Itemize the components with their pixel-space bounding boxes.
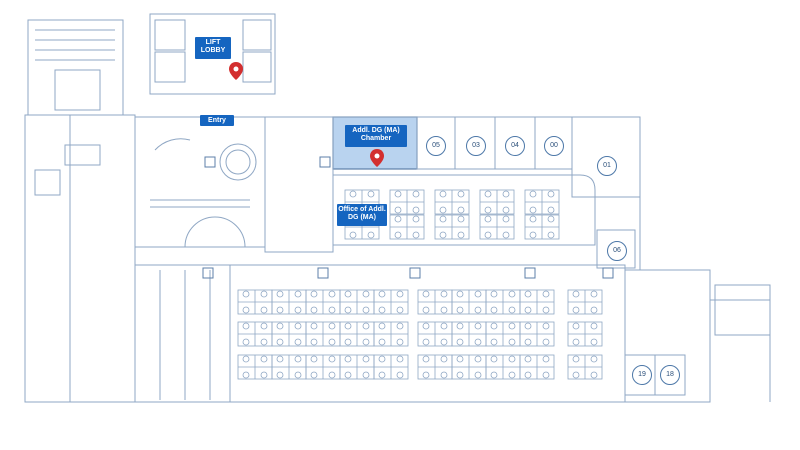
room-19[interactable]: 19	[632, 365, 652, 385]
room-06[interactable]: 06	[607, 241, 627, 261]
chamber-label: Addl. DG (MA) Chamber	[345, 125, 407, 147]
room-01[interactable]: 01	[597, 156, 617, 176]
lift-lobby-label: LIFT LOBBY	[195, 37, 231, 59]
entry-label: Entry	[200, 115, 234, 126]
room-04[interactable]: 04	[505, 136, 525, 156]
room-03[interactable]: 03	[466, 136, 486, 156]
outer-walls	[24, 13, 771, 403]
room-00[interactable]: 00	[544, 136, 564, 156]
room-18[interactable]: 18	[660, 365, 680, 385]
map-pin-icon[interactable]	[370, 149, 384, 167]
office-label: Office of Addl. DG (MA)	[337, 204, 387, 226]
room-05[interactable]: 05	[426, 136, 446, 156]
workstations	[237, 189, 603, 380]
map-pin-icon[interactable]	[229, 62, 243, 80]
columns	[202, 156, 614, 279]
